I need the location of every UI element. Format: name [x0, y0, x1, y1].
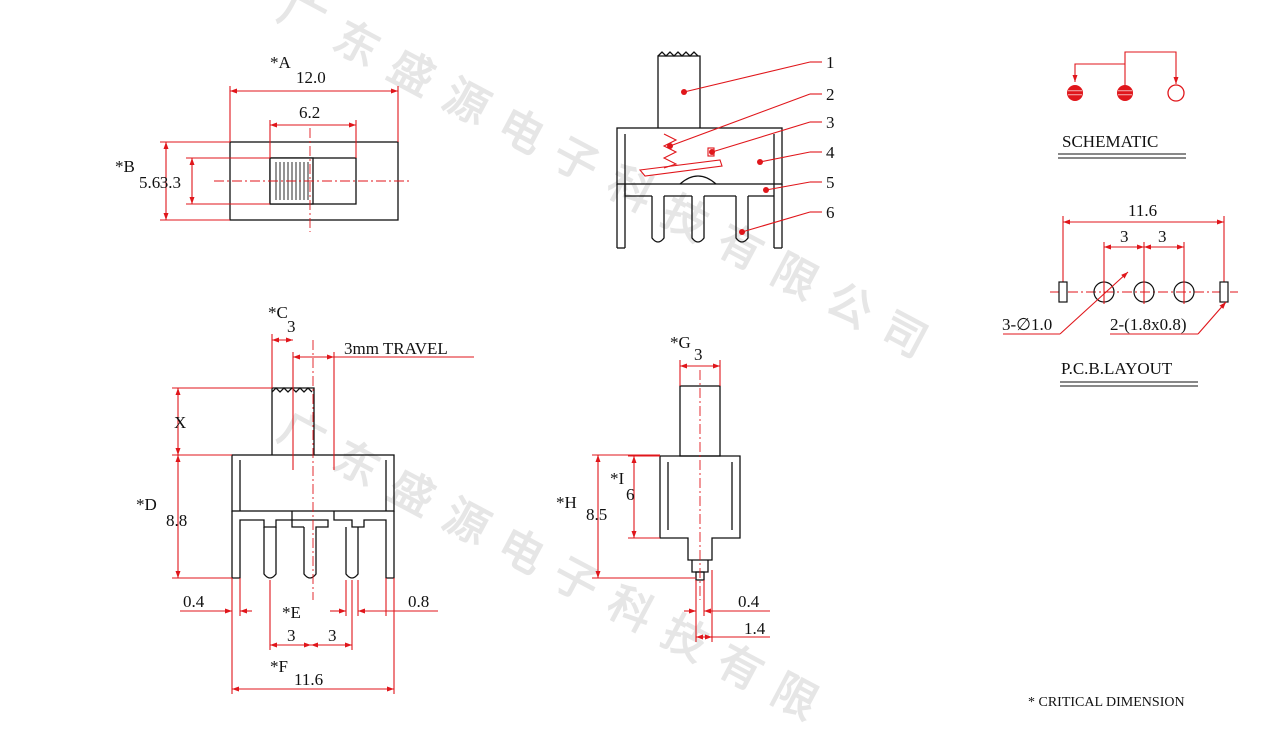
critical-dimension-note: * CRITICAL DIMENSION [1028, 695, 1185, 710]
dim-pin-right: 0.8 [408, 592, 429, 611]
terminal-center [691, 196, 705, 243]
dim-h-label: *H [556, 493, 577, 512]
front-pin-left [263, 527, 277, 579]
dim-g-value: 3 [694, 345, 703, 364]
callout-3: 3 [826, 113, 835, 132]
watermark-char: 电 [489, 99, 552, 165]
front-view: *C 3 3mm TRAVEL X *D 8.8 0.4 0.8 *E 3 3 … [136, 303, 474, 694]
dim-g-label: *G [670, 333, 691, 352]
dim-c-label: *C [268, 303, 288, 322]
watermark-char: 盛 [380, 461, 443, 527]
dim-a-value: 12.0 [296, 68, 326, 87]
callout-1: 1 [826, 53, 835, 72]
schematic-title: SCHEMATIC [1062, 132, 1158, 151]
watermark: 广 东 盛 源 电 子 科 技 有 限 公 司 广 东 盛 源 电 子 科 技 … [270, 0, 935, 730]
schematic: SCHEMATIC [1058, 51, 1186, 159]
watermark-char: 东 [325, 11, 388, 77]
schematic-wire-common [1124, 51, 1179, 92]
actuator-serration [657, 51, 699, 57]
dim-pin-depth: 1.4 [744, 619, 766, 638]
contact-dome [679, 175, 717, 185]
dim-d-label: *D [136, 495, 157, 514]
dim-f-value: 11.6 [294, 670, 323, 689]
pcb-slot-right [1219, 281, 1229, 303]
dim-f-label: *F [270, 657, 288, 676]
pcb-hole-note: 3-∅1.0 [1002, 315, 1052, 334]
pcb-title: P.C.B.LAYOUT [1061, 359, 1173, 378]
pcb-slot-left [1058, 281, 1068, 303]
watermark-char: 限 [763, 244, 826, 310]
terminal-left [651, 196, 665, 243]
dim-e-label: *E [282, 603, 301, 622]
callout-6: 6 [826, 203, 835, 222]
base-line [624, 184, 774, 197]
watermark-char: 科 [599, 577, 662, 643]
dim-slot-value: 6.2 [299, 103, 320, 122]
slider-contact [638, 159, 723, 177]
section-view: 1 2 3 4 5 6 [616, 51, 835, 249]
watermark-char: 限 [763, 664, 826, 730]
dim-e-right: 3 [328, 626, 337, 645]
front-actuator-serration [271, 387, 313, 393]
front-leg-left [231, 511, 293, 579]
watermark-char: 盛 [380, 41, 443, 107]
housing-outline [616, 127, 783, 185]
watermark-char: 子 [544, 128, 607, 194]
spring [662, 133, 678, 169]
contact-terminal-left [1067, 85, 1083, 101]
callout-4: 4 [826, 143, 835, 162]
dim-x-label: X [174, 413, 186, 432]
dim-b-value: 5.6 [139, 173, 160, 192]
pcb-slot-note: 2-(1.8x0.8) [1110, 315, 1186, 334]
front-pin-right [345, 527, 359, 579]
callout-2: 2 [826, 85, 835, 104]
pcb-layout: 11.6 3 3 3-∅1.0 2-(1.8x0.8) P.C.B.LAYOUT [1002, 201, 1238, 387]
pcb-pitch-left: 3 [1120, 227, 1129, 246]
front-leg-right [333, 511, 395, 579]
dim-c-value: 3 [287, 317, 296, 336]
dim-h-value: 8.5 [586, 505, 607, 524]
watermark-char: 源 [435, 490, 498, 556]
watermark-char: 广 [270, 402, 333, 468]
dim-e-left: 3 [287, 626, 296, 645]
watermark-char: 东 [325, 431, 388, 497]
watermark-char: 技 [654, 606, 717, 672]
dim-pin-width: 0.4 [183, 592, 205, 611]
contact-terminal-common [1117, 85, 1133, 101]
contact-terminal-right [1167, 84, 1185, 102]
travel-label: 3mm TRAVEL [344, 339, 448, 358]
front-pin-center [291, 519, 329, 579]
pcb-overall-dim: 11.6 [1128, 201, 1157, 220]
dim-i-value: 6 [626, 485, 635, 504]
dim-d-value: 8.8 [166, 511, 187, 530]
watermark-char: 源 [435, 70, 498, 136]
dim-pin-thick: 0.4 [738, 592, 760, 611]
side-housing [659, 455, 741, 561]
dim-b-label: *B [115, 157, 135, 176]
schematic-wire-left [1072, 63, 1125, 82]
watermark-char: 有 [708, 635, 771, 701]
watermark-char: 司 [873, 303, 936, 369]
actuator-outline [657, 55, 701, 128]
dim-a-label: *A [270, 53, 292, 72]
watermark-char: 广 [270, 0, 333, 48]
terminal-right [735, 196, 749, 243]
dim-knob-value: 3.3 [160, 173, 181, 192]
watermark-char: 公 [818, 273, 881, 339]
dim-i-label: *I [610, 469, 625, 488]
callout-5: 5 [826, 173, 835, 192]
pcb-pitch-right: 3 [1158, 227, 1167, 246]
top-view: *A 12.0 6.2 *B 5.6 3.3 [115, 53, 410, 232]
side-view: *G 3 *I 6 *H 8.5 0.4 1.4 [556, 333, 770, 642]
watermark-char: 有 [708, 215, 771, 281]
watermark-char: 电 [489, 519, 552, 585]
